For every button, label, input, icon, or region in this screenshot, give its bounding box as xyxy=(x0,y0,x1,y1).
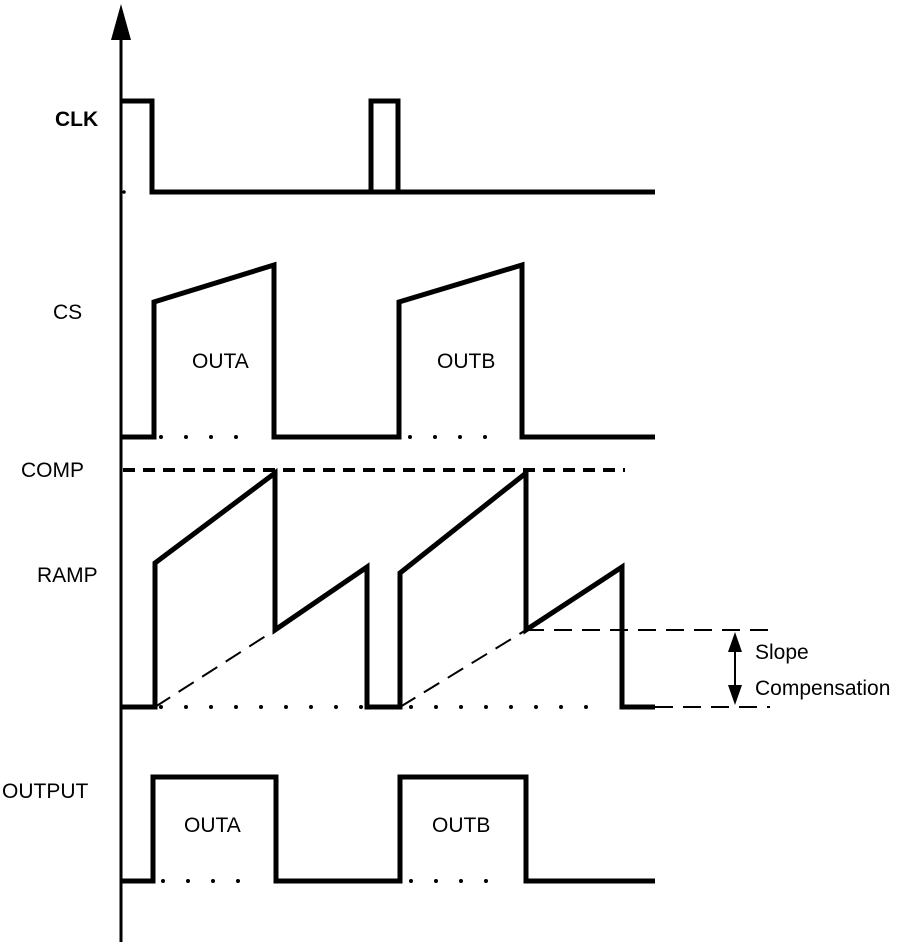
comp-label: COMP xyxy=(21,459,84,482)
slope-label: Slope xyxy=(755,641,809,664)
ramp-waveform xyxy=(121,467,770,710)
output-trace xyxy=(121,774,655,884)
cs-label: CS xyxy=(53,301,82,324)
output-waveform xyxy=(121,774,655,884)
clk-pulse-1 xyxy=(121,98,655,195)
cs-trace xyxy=(121,261,655,440)
clk-waveform xyxy=(121,98,655,195)
clk-pulse-2 xyxy=(368,98,401,192)
output-pulse-b-label: OUTB xyxy=(432,814,490,837)
output-label: OUTPUT xyxy=(2,780,89,803)
output-pulse-a-label: OUTA xyxy=(184,814,241,837)
compensation-label: Compensation xyxy=(755,677,890,700)
arrow-down-icon xyxy=(728,685,742,705)
arrow-up-icon xyxy=(728,632,742,652)
ramp-trace xyxy=(121,467,655,710)
ramp-compensation-dash-2 xyxy=(399,629,527,708)
clk-label: CLK xyxy=(55,108,98,131)
ramp-compensation-dash-1 xyxy=(154,629,276,708)
ramp-label: RAMP xyxy=(37,564,98,587)
cs-waveform xyxy=(121,261,655,440)
cs-pulse-a-label: OUTA xyxy=(192,350,249,373)
cs-pulse-b-label: OUTB xyxy=(437,350,495,373)
axis-arrow-icon xyxy=(111,4,131,40)
slope-compensation-arrow xyxy=(728,632,742,705)
